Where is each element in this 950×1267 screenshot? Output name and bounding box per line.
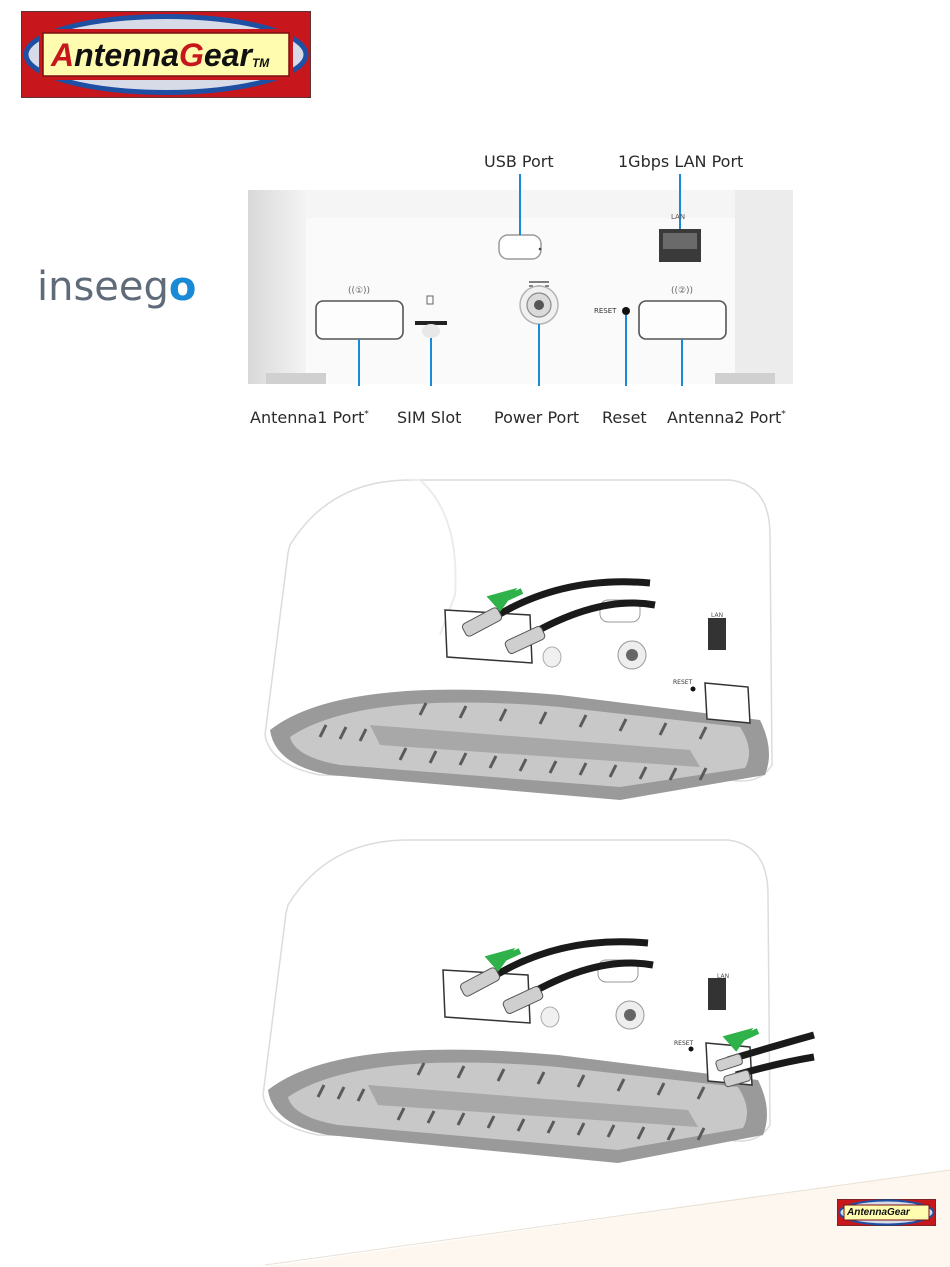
inseego-logo-text: inseeg bbox=[37, 264, 169, 310]
illustration2-reset-text: RESET bbox=[674, 1040, 693, 1047]
reset-button bbox=[622, 307, 630, 315]
footer-logo-text: AntennaGear bbox=[847, 1205, 910, 1220]
svg-text:((①)): ((①)) bbox=[348, 286, 370, 296]
antennagear-logo: AntennaGearTM bbox=[21, 11, 311, 98]
router-ports: ((①)) ((②)) bbox=[248, 190, 793, 386]
logo-part-ntenna: ntenna bbox=[74, 37, 179, 73]
antenna2-port-label: Antenna2 Port* bbox=[667, 408, 786, 427]
logo-part-ear: ear bbox=[204, 37, 252, 73]
top-leader-lines bbox=[248, 152, 793, 192]
usb-port bbox=[499, 235, 541, 259]
footer-logo: AntennaGear bbox=[837, 1199, 936, 1226]
antenna2-asterisk: * bbox=[781, 410, 786, 420]
antenna1-port-label: Antenna1 Port* bbox=[250, 408, 369, 427]
reset-text: RESET bbox=[594, 307, 616, 315]
inseego-logo-o: o bbox=[169, 264, 196, 310]
footer-band bbox=[0, 1165, 950, 1267]
svg-text:((②)): ((②)) bbox=[671, 286, 693, 296]
antenna1-port-label-text: Antenna1 Port bbox=[250, 408, 364, 427]
power-port-label: Power Port bbox=[494, 408, 579, 427]
illustration-antenna1-connection bbox=[260, 475, 780, 810]
antenna2-port-label-text: Antenna2 Port bbox=[667, 408, 781, 427]
illustration1-lan-text: LAN bbox=[711, 612, 723, 619]
logo-letter-g: G bbox=[179, 37, 204, 73]
sim-slot-label: SIM Slot bbox=[397, 408, 461, 427]
antenna1-port bbox=[316, 301, 403, 339]
lan-port-text: LAN bbox=[671, 213, 685, 221]
logo-letter-a: A bbox=[51, 37, 74, 73]
illustration1-reset-text: RESET bbox=[673, 679, 692, 686]
inseego-logo: inseego bbox=[37, 262, 196, 312]
antenna2-port bbox=[639, 301, 726, 339]
antenna1-asterisk: * bbox=[364, 410, 369, 420]
antennagear-logo-text: AntennaGearTM bbox=[51, 36, 269, 74]
logo-trademark: TM bbox=[252, 56, 269, 70]
reset-label: Reset bbox=[602, 408, 647, 427]
illustration2-lan-text: LAN bbox=[717, 973, 729, 980]
illustration-antenna2-connection bbox=[258, 835, 818, 1175]
